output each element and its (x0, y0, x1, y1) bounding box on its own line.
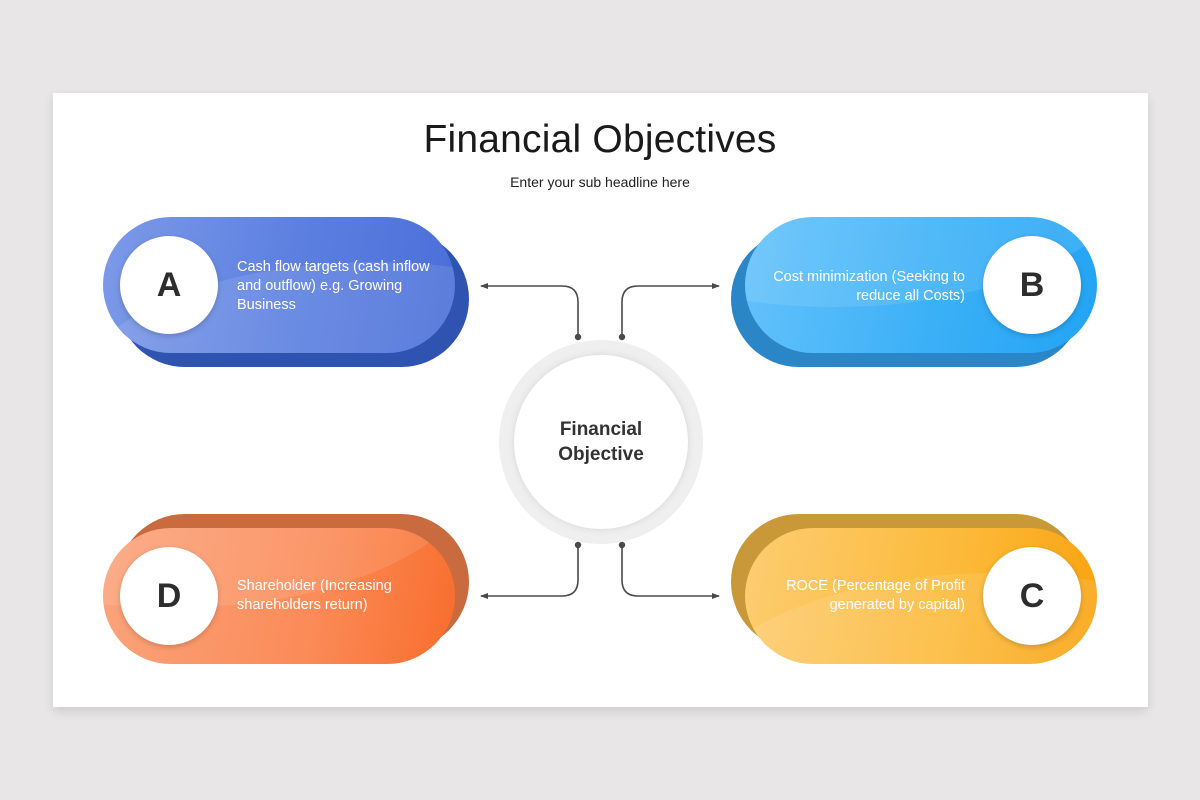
objective-text: Cost minimization (Seeking to reduce all… (773, 269, 965, 304)
objective-card-a: A Cash flow targets (cash inflow and out… (103, 217, 469, 367)
objective-text: ROCE (Percentage of Profit generated by … (786, 578, 965, 613)
letter-badge: C (983, 547, 1081, 645)
center-label: Financial Objective (514, 355, 688, 529)
letter-badge: D (120, 547, 218, 645)
page-title: Financial Objectives (423, 118, 777, 161)
objective-card-b: B Cost minimization (Seeking to reduce a… (731, 217, 1097, 367)
objective-text: Shareholder (Increasing shareholders ret… (237, 578, 392, 613)
objective-card-c: C ROCE (Percentage of Profit generated b… (731, 514, 1097, 664)
letter-badge: B (983, 236, 1081, 334)
center-label-line1: Financial (559, 419, 643, 440)
letter-badge: A (120, 236, 218, 334)
page-subtitle: Enter your sub headline here (510, 174, 690, 190)
objective-text: Cash flow targets (cash inflow and outfl… (237, 259, 430, 313)
center-label-line2: Objective (558, 444, 644, 465)
objective-card-d: D Shareholder (Increasing shareholders r… (103, 514, 469, 664)
